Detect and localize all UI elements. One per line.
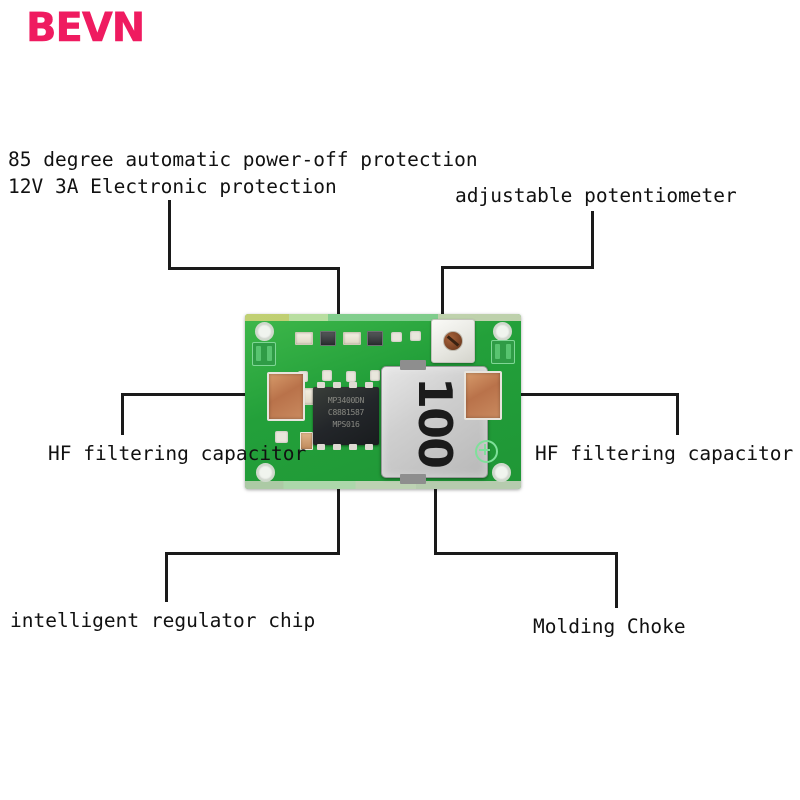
smd-resistor — [295, 332, 313, 345]
leader-pot-horizontal — [441, 266, 594, 269]
mounting-hole — [255, 322, 274, 341]
leader-rightcap-vertical — [676, 393, 679, 435]
choke-terminal — [400, 360, 426, 370]
leader-choke-vertical-down — [615, 552, 618, 608]
output-solder-pads — [491, 340, 515, 364]
mounting-hole — [493, 322, 512, 341]
label-power-off-protection-line2: 12V 3A Electronic protection — [8, 175, 337, 198]
leader-leftcap-vertical — [121, 393, 124, 435]
mounting-hole — [256, 463, 275, 482]
solder-pad — [391, 332, 402, 342]
pcb-top-edge — [245, 314, 521, 321]
buck-converter-pcb: MP3400DN C8881587 MPS016 100 — [245, 314, 521, 489]
solder-pad — [322, 370, 332, 381]
leader-ic-horizontal — [166, 552, 340, 555]
label-power-off-protection-line1: 85 degree automatic power-off protection — [8, 148, 478, 171]
adjustable-potentiometer[interactable] — [431, 319, 475, 363]
solder-pad — [275, 431, 288, 443]
leader-pot-vertical-down — [441, 266, 444, 337]
ic-marking-line2: C8881587 — [327, 408, 365, 417]
label-hf-filtering-capacitor-right: HF filtering capacitor — [535, 442, 794, 465]
label-molding-choke: Molding Choke — [533, 615, 686, 638]
ic-marking-line3: MPS016 — [332, 420, 360, 429]
leader-topleft-horizontal — [168, 267, 340, 270]
leader-leftcap-horizontal — [121, 393, 286, 396]
label-hf-filtering-capacitor-left: HF filtering capacitor — [48, 442, 307, 465]
ic-marking-line1: MP3400DN — [327, 396, 365, 405]
ic-marking: MP3400DN C8881587 MPS016 — [313, 395, 379, 431]
label-intelligent-regulator-chip: intelligent regulator chip — [10, 609, 316, 632]
label-adjustable-potentiometer: adjustable potentiometer — [455, 184, 737, 207]
smd-chip-black — [320, 331, 336, 346]
polarity-plus-marking — [475, 440, 498, 463]
solder-pad — [370, 370, 380, 381]
leader-topleft-vertical-up — [168, 200, 171, 270]
leader-rightcap-horizontal — [492, 393, 678, 396]
leader-ic-vertical-down — [165, 552, 168, 602]
solder-pad — [346, 371, 356, 382]
choke-value-marking: 100 — [407, 376, 462, 468]
hf-filtering-capacitor-output — [464, 371, 502, 420]
pcb-bottom-edge — [245, 481, 521, 489]
smd-capacitor — [300, 432, 313, 450]
smd-resistor — [343, 332, 361, 345]
choke-terminal — [400, 474, 426, 484]
intelligent-regulator-chip: MP3400DN C8881587 MPS016 — [313, 382, 379, 450]
mounting-hole — [492, 463, 511, 482]
solder-pad — [410, 331, 421, 341]
smd-chip-black — [367, 331, 383, 346]
leader-ic-vertical-up — [337, 440, 340, 555]
bevn-watermark-logo: BEVN — [26, 5, 146, 51]
label-power-off-protection: 85 degree automatic power-off protection… — [8, 146, 478, 200]
leader-choke-horizontal — [434, 552, 617, 555]
leader-pot-vertical-up — [591, 211, 594, 269]
input-solder-pads — [252, 342, 276, 366]
hf-filtering-capacitor-input — [267, 372, 305, 421]
